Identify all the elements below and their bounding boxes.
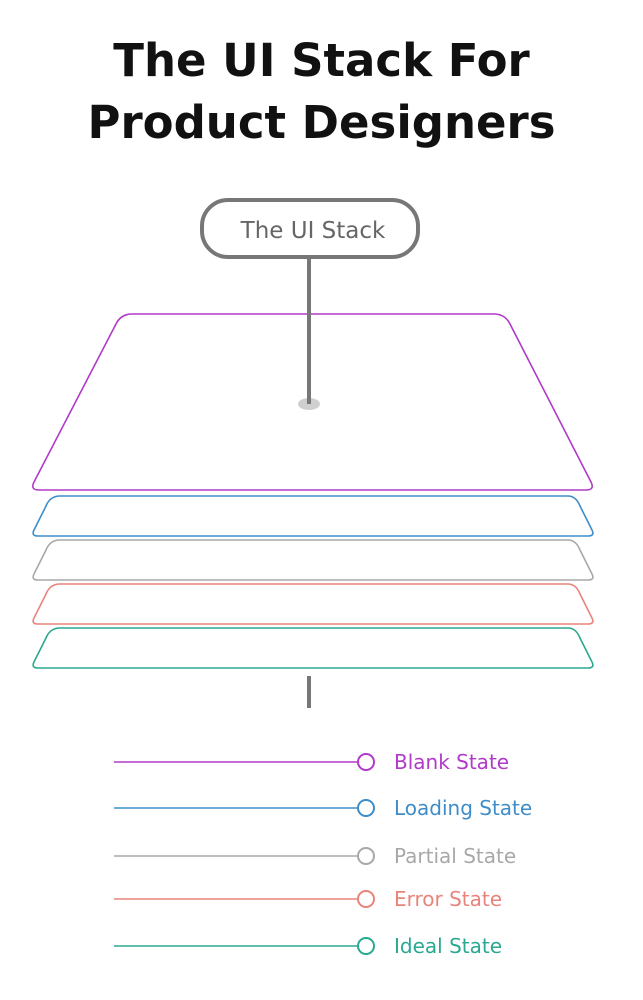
legend-item-loading-state: Loading State — [114, 796, 532, 820]
page-title-line-1: The UI Stack For — [113, 34, 530, 87]
legend-label: Partial State — [394, 844, 516, 868]
legend-label: Ideal State — [394, 934, 502, 958]
layer-loading-state — [32, 495, 594, 537]
legend-item-blank-state: Blank State — [114, 750, 509, 774]
legend-item-error-state: Error State — [114, 887, 502, 911]
legend-marker-icon — [357, 799, 375, 817]
legend-label: Error State — [394, 887, 502, 911]
legend-label: Loading State — [394, 796, 532, 820]
legend-label: Blank State — [394, 750, 509, 774]
legend-marker-icon — [357, 890, 375, 908]
legend-item-partial-state: Partial State — [114, 844, 516, 868]
page-title: The UI Stack For Product Designers — [0, 30, 643, 154]
legend-item-ideal-state: Ideal State — [114, 934, 502, 958]
page-title-line-2: Product Designers — [87, 96, 556, 149]
layer-error-state — [32, 583, 594, 625]
legend-marker-icon — [357, 937, 375, 955]
callout-label: The UI Stack — [240, 218, 386, 244]
legend: Blank State Loading State Partial State … — [114, 750, 532, 958]
callout-bubble — [200, 198, 420, 259]
layer-ideal-state — [32, 627, 594, 669]
legend-marker-icon — [357, 753, 375, 771]
layer-partial-state — [32, 539, 594, 581]
legend-marker-icon — [357, 847, 375, 865]
